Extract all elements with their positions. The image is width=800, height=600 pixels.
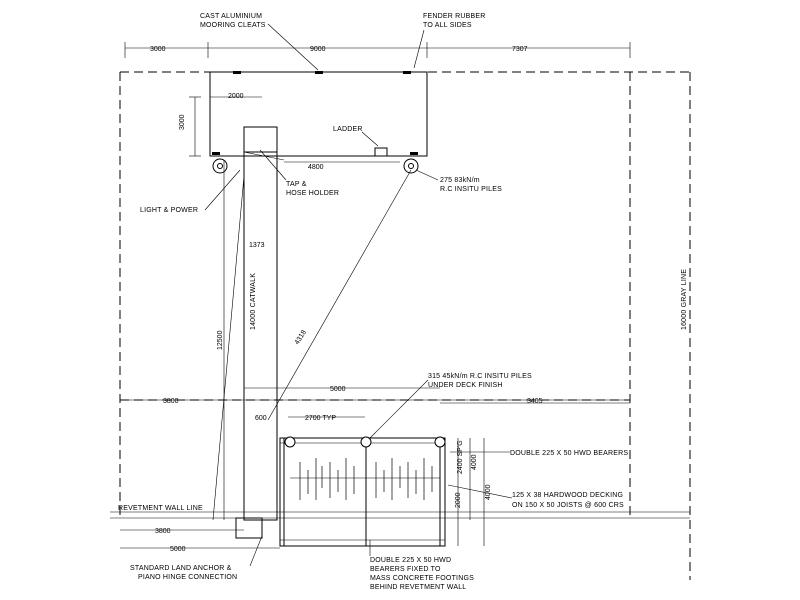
pile [434,436,446,448]
label-gray-line: 16000 GRAY LINE [681,269,688,330]
label-piles-315-1: 315 45kN/m R.C INSITU PILES [428,373,532,380]
label-tap-2: HOSE HOLDER [286,190,339,197]
dim-top-left: 3000 [150,46,166,53]
dim-top-mid: 9000 [310,46,326,53]
label-double-joists: DOUBLE 225 X 50 HWD BEARERS [510,450,628,457]
cleat [212,152,220,155]
deck [279,436,446,547]
dim-catwalk-width: 1373 [249,242,265,249]
cleat [403,71,411,74]
label-catwalk: 14000 CATWALK [250,273,257,330]
leader-lines [204,23,513,567]
label-anchor-1: STANDARD LAND ANCHOR & [130,565,232,572]
label-piles-315-2: UNDER DECK FINISH [428,382,503,389]
cleat [315,71,323,74]
diagonal-brace: 4318 [212,169,412,521]
label-light-power: LIGHT & POWER [140,207,198,214]
label-decking-1: 125 X 38 HARDWOOD DECKING [512,492,623,499]
dim-2000-v: 2000 [455,492,462,508]
label-fender-2: TO ALL SIDES [423,22,472,29]
cleat [410,152,418,155]
label-ladder: LADDER [333,126,363,133]
ladder [374,147,388,157]
label-decking-2: ON 150 X 50 JOISTS @ 600 CRS [512,502,624,509]
bottom-dims: 3800 5000 [120,528,280,553]
dim-4000: 4000 [471,454,478,470]
dim-pontoon-height: 3000 [179,114,186,130]
label-cast-cleats-1: CAST ALUMINIUM [200,13,262,20]
dim-600: 600 [255,415,267,422]
pontoon [209,71,428,174]
dim-2400-spg: 2400 SP'G [457,440,464,474]
label-cast-cleats-2: MOORING CLEATS [200,22,266,29]
label-revetment: REVETMENT WALL LINE [118,505,203,512]
pile [360,436,372,448]
label-bearers-4: BEHIND REVETMENT WALL [370,584,466,591]
label-piles-275-1: 275 83kN/m [440,177,480,184]
deck-vertical-dims: 2400 SP'G 4000 2000 4000 [455,438,492,546]
pontoon-height-dim: 3000 [179,96,201,157]
dim-4000b: 4000 [485,484,492,500]
dim-bottom-3800: 3800 [155,528,171,535]
dim-diagonal: 4318 [294,329,308,346]
dim-bottom-5000: 5000 [170,546,186,553]
decking-boards [290,458,440,500]
pile [212,158,228,174]
annotation-labels: CAST ALUMINIUM MOORING CLEATS FENDER RUB… [130,13,628,591]
dim-top-right: 7307 [512,46,528,53]
dim-3800: 3800 [163,398,179,405]
dim-2000: 2000 [228,93,244,100]
label-tap-1: TAP & [286,181,307,188]
cleat [233,71,241,74]
label-bearers-3: MASS CONCRETE FOOTINGS [370,575,474,582]
label-bearers-2: BEARERS FIXED TO [370,566,441,573]
label-anchor-2: PIANO HINGE CONNECTION [138,574,237,581]
label-bearers-1: DOUBLE 225 X 50 HWD [370,557,451,564]
lower-dimension-line: 3800 5000 3405 600 2700 TYP [120,386,630,422]
dim-4800: 4800 [308,164,324,171]
dim-5000-mid: 5000 [330,386,346,393]
top-dimension-line: 3000 9000 7307 [124,42,631,58]
revetment-wall: REVETMENT WALL LINE [110,505,690,519]
dim-catwalk-length: 12500 [217,330,224,350]
label-piles-275-2: R.C INSITU PILES [440,186,502,193]
pile [403,158,419,174]
dim-3405: 3405 [527,398,543,405]
pile [284,436,296,448]
label-fender-1: FENDER RUBBER [423,13,486,20]
catwalk: 1373 14000 CATWALK 12500 [217,126,285,539]
offset-2000-dim: 2000 [210,93,262,100]
dim-2700-typ: 2700 TYP [305,415,336,422]
